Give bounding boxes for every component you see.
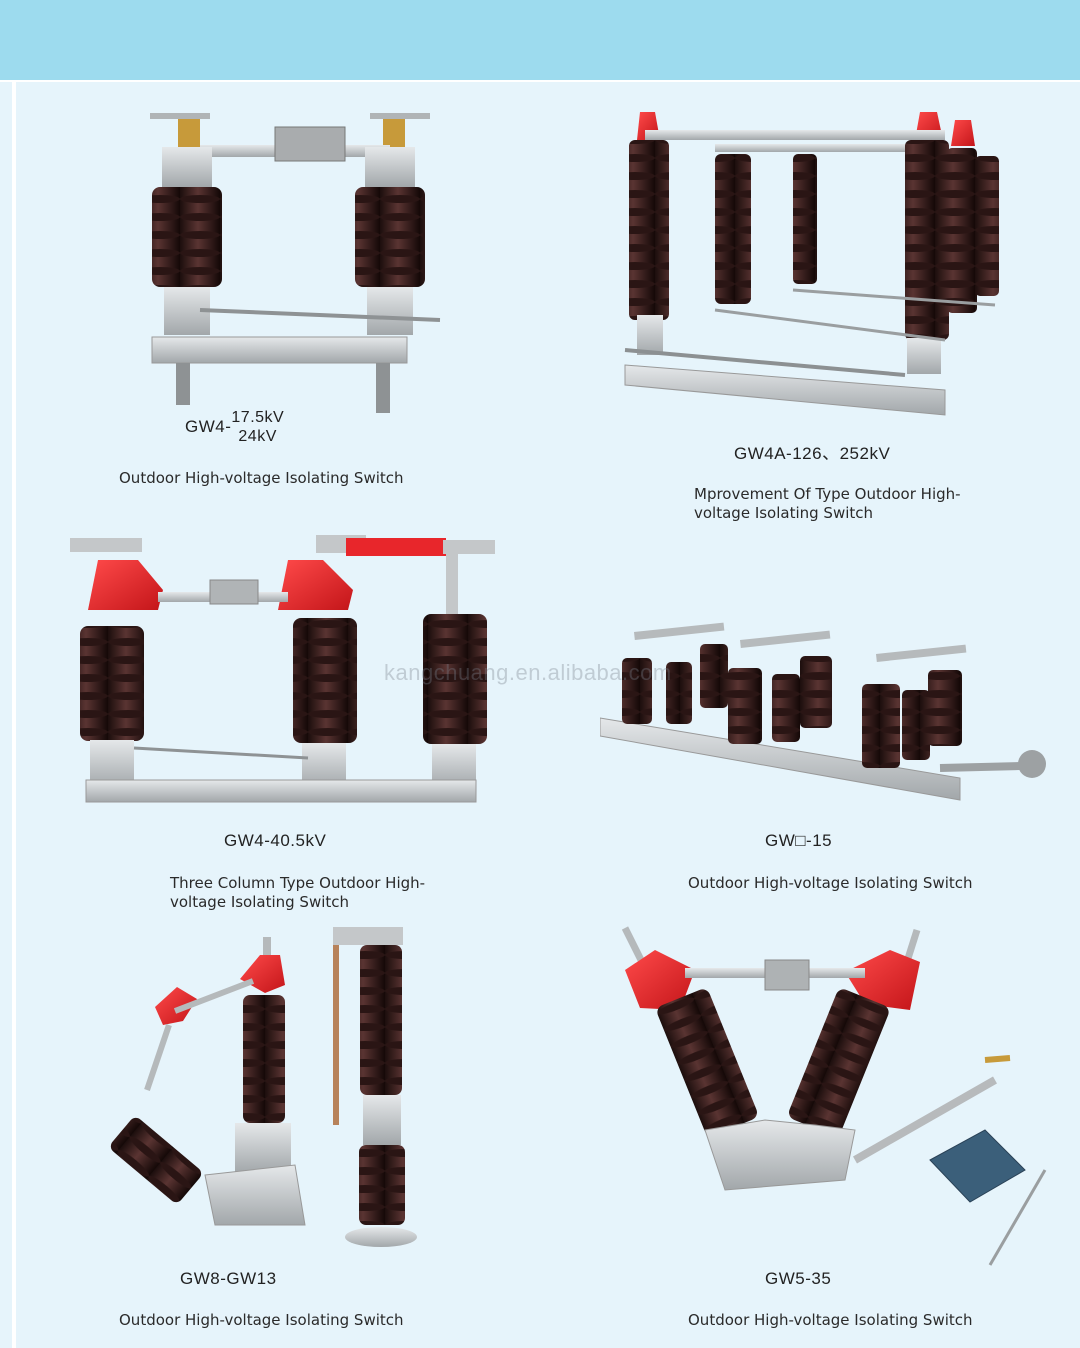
model-gw4-40-5kv: GW4-40.5kV — [224, 831, 327, 850]
description-gw4-40-5kv: Three Column Type Outdoor High- voltage … — [170, 874, 425, 912]
product-photo-gw8-gw13 — [105, 915, 425, 1255]
description-gw-15: Outdoor High-voltage Isolating Switch — [688, 874, 973, 892]
model-prefix: GW4- — [185, 417, 232, 436]
description-gw4a-126: Mprovement Of Type Outdoor High- voltage… — [694, 485, 961, 523]
product-photo-gw4-40-5kv — [68, 530, 498, 810]
watermark: kangchuang.en.alibaba.com — [384, 660, 672, 685]
product-photo-gw4-17-5kv — [140, 105, 460, 415]
product-photo-gw5-35 — [615, 920, 1060, 1270]
model-lower: 24kV — [238, 428, 277, 445]
description-gw8-gw13: Outdoor High-voltage Isolating Switch — [119, 1311, 404, 1329]
product-photo-gw-15 — [600, 618, 1060, 818]
model-gw4a-126: GW4A-126、252kV — [734, 444, 891, 463]
left-divider — [12, 82, 16, 1348]
description-gw4-17-5kv: Outdoor High-voltage Isolating Switch — [119, 469, 404, 487]
header-band — [0, 0, 1080, 82]
model-gw-15: GW□-15 — [765, 831, 833, 850]
model-gw4-17-5kv: GW4-17.5kV 24kV — [185, 408, 284, 446]
model-upper: 17.5kV — [231, 409, 285, 426]
product-photo-gw4a-126 — [615, 100, 1010, 420]
description-line-1: Mprovement Of Type Outdoor High- — [694, 485, 961, 503]
description-line-2: voltage Isolating Switch — [694, 504, 874, 522]
description-gw5-35: Outdoor High-voltage Isolating Switch — [688, 1311, 973, 1329]
model-gw5-35: GW5-35 — [765, 1269, 832, 1288]
description-line-1: Three Column Type Outdoor High- — [170, 874, 426, 892]
description-line-2: voltage Isolating Switch — [170, 893, 350, 911]
model-gw8-gw13: GW8-GW13 — [180, 1269, 277, 1288]
